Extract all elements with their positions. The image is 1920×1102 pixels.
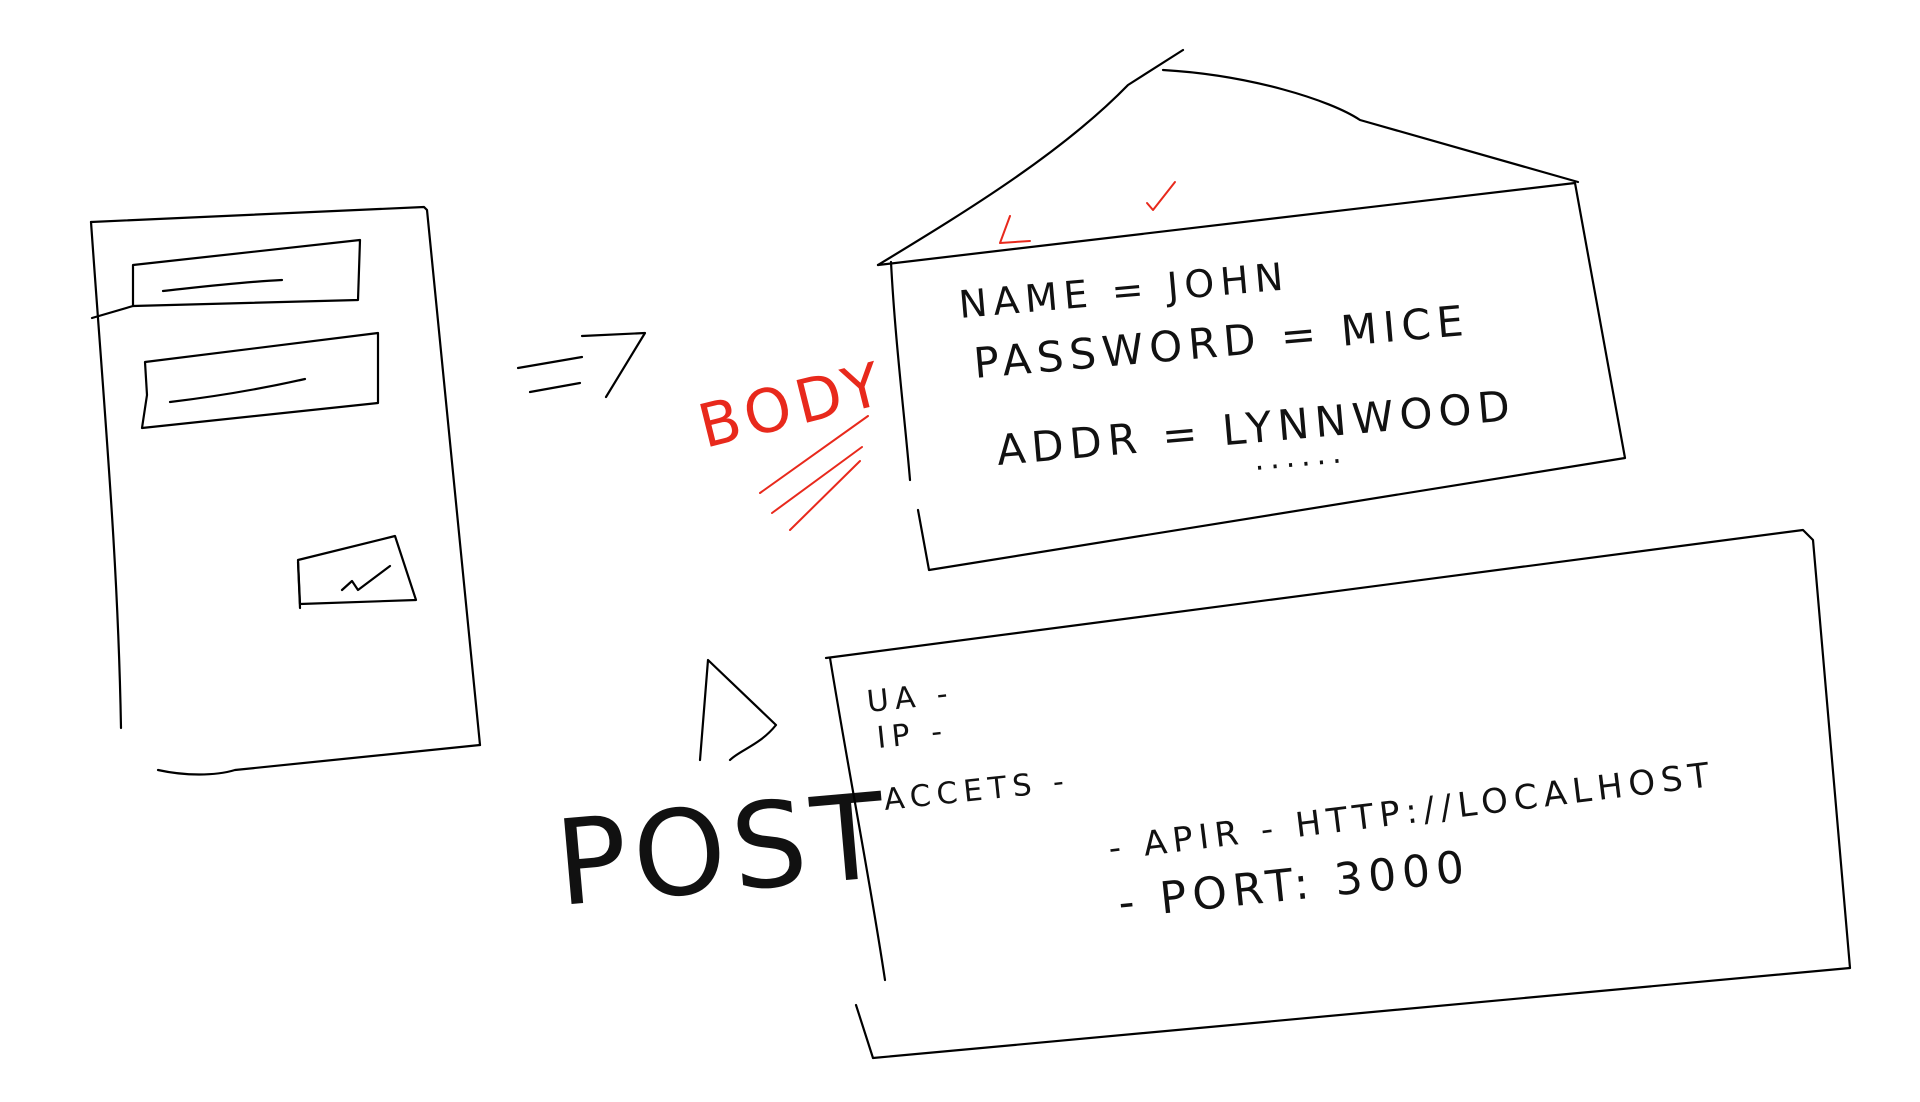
post-label: POST <box>550 766 896 933</box>
form-sketch <box>89 205 482 776</box>
form-input-password <box>140 331 380 430</box>
body-annotation: BODY <box>692 348 894 531</box>
header-accepts: ACCETS - <box>882 764 1071 818</box>
body-underline-1 <box>759 415 869 494</box>
red-check-mark-small <box>999 215 1031 244</box>
red-check-mark <box>1146 181 1176 211</box>
request-body-envelope: NAME = JOHN PASSWORD = MICE ADDR = LYNNW… <box>876 48 1627 572</box>
implies-arrow-icon <box>516 331 647 399</box>
post-label-stroke <box>698 658 778 762</box>
header-ip: IP - <box>875 714 950 756</box>
request-headers-box: UA - IP - ACCETS - - APIR - HTTP://LOCAL… <box>824 528 1852 1060</box>
body-label: BODY <box>692 348 894 462</box>
form-submit-button <box>296 534 418 610</box>
body-underline-2 <box>771 446 863 514</box>
body-underline-3 <box>789 460 861 531</box>
form-input-name <box>90 238 362 320</box>
body-field-more: ...... <box>1253 435 1349 478</box>
